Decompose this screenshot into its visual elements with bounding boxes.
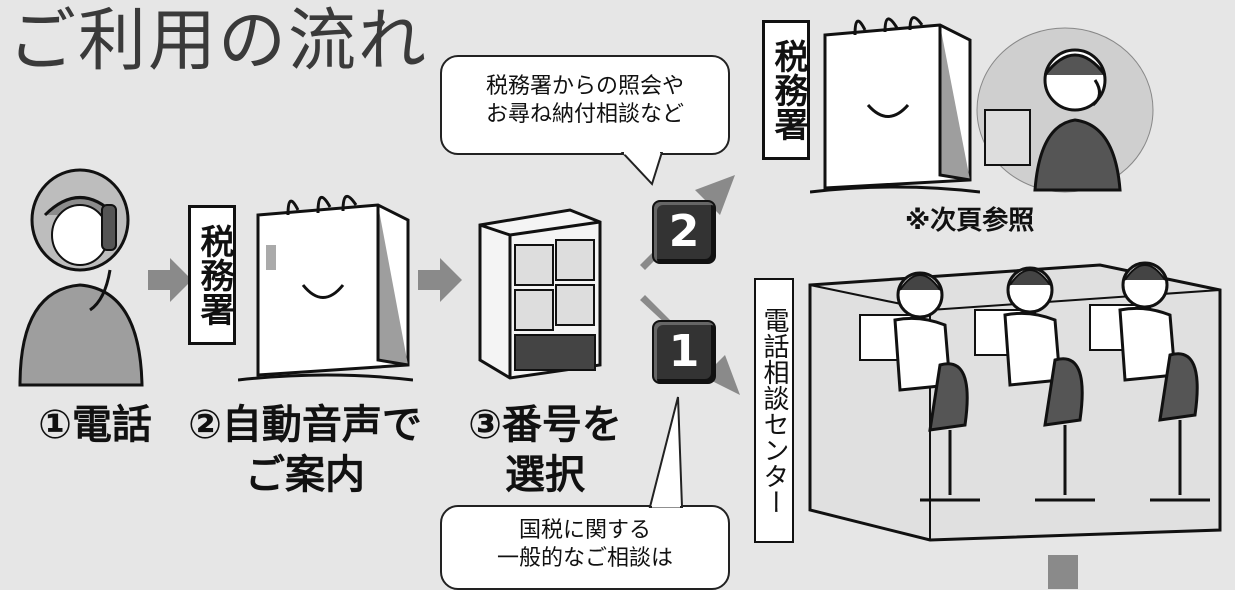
option-2-badge: 2 bbox=[652, 200, 716, 264]
phone-switch-machine-illustration bbox=[478, 208, 602, 380]
step-2-label-line1: ②自動音声で bbox=[188, 402, 422, 448]
next-page-note: ※次頁参照 bbox=[905, 206, 1035, 236]
bubble-text-line1: 税務署からの照会や bbox=[485, 74, 684, 99]
tax-office-sign-top: 税務署 bbox=[762, 20, 810, 160]
phone-icon bbox=[101, 204, 117, 251]
page-title: ご利用の流れ bbox=[8, 2, 429, 81]
speech-bubble-tax-office: 税務署からの照会や お尋ね納付相談など bbox=[440, 55, 730, 155]
step-3-label-line2: 選択 bbox=[505, 452, 585, 498]
speech-bubble-general: 国税に関する 一般的なご相談は bbox=[440, 505, 730, 590]
caller-illustration bbox=[18, 168, 144, 387]
arrow-right-icon bbox=[418, 258, 462, 302]
step-3-label-line1: ③番号を bbox=[468, 402, 622, 448]
bubble-text-line1: 国税に関する bbox=[518, 518, 651, 543]
call-center-illustration bbox=[808, 261, 1222, 542]
call-center-label: 電話相談センター bbox=[754, 278, 794, 543]
bubble-text-line2: 一般的なご相談は bbox=[496, 546, 673, 571]
tax-office-building-illustration bbox=[238, 194, 413, 382]
bubble-text-line2: お尋ね納付相談など bbox=[485, 102, 684, 127]
step-2-label-line2: ご案内 bbox=[245, 452, 365, 498]
headset-icon bbox=[1091, 79, 1101, 107]
option-1-badge: 1 bbox=[652, 320, 716, 384]
step-1-label: ①電話 bbox=[38, 402, 152, 448]
arrow-right-icon bbox=[148, 258, 192, 302]
tax-office-building-illustration bbox=[810, 16, 980, 194]
operator-illustration bbox=[976, 27, 1154, 193]
tax-office-sign: 税務署 bbox=[188, 205, 236, 345]
speech-bubble-tail bbox=[648, 396, 684, 508]
continuation-arrow-block bbox=[1048, 555, 1078, 589]
speech-bubble-tail bbox=[620, 152, 664, 186]
